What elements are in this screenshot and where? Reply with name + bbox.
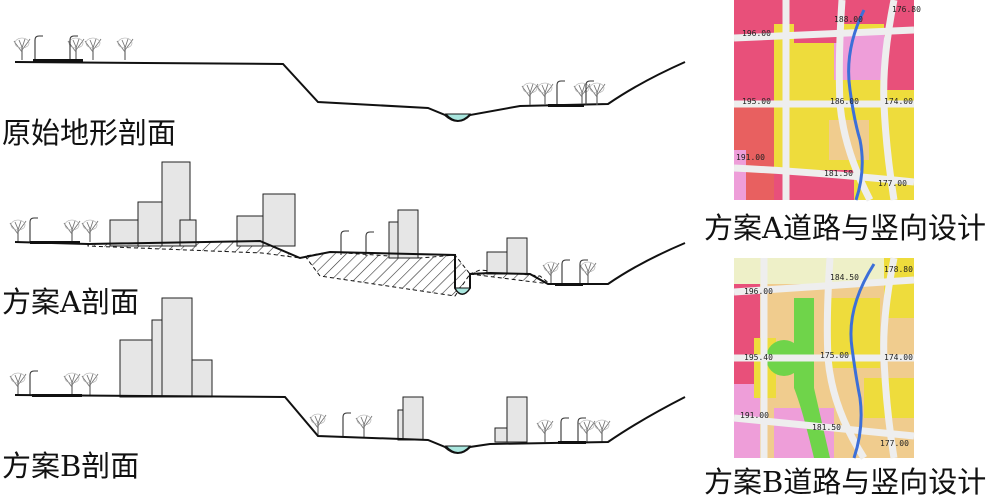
river-a (847, 9, 866, 201)
elev-label: 196.00 (742, 29, 771, 38)
elev-label: 177.00 (878, 179, 907, 188)
elev-label: 195.40 (744, 353, 773, 362)
road-right (548, 104, 584, 107)
trees-right (521, 80, 606, 106)
scheme-a-section (9, 161, 686, 297)
elev-label: 191.00 (736, 153, 765, 162)
river-water (444, 113, 472, 121)
elev-label: 191.00 (740, 411, 769, 420)
elev-label: 186.00 (830, 97, 859, 106)
elevations-a: 176.80 188.00 196.00 195.00 186.00 174.0… (736, 5, 921, 188)
elev-label: 174.00 (884, 97, 913, 106)
elev-label: 177.00 (880, 439, 909, 448)
buildings-b (119, 297, 528, 443)
elev-label: 195.00 (742, 97, 771, 106)
caption-scheme-a-section: 方案A剖面 (2, 285, 139, 319)
elevations-b: 178.80 184.50 196.00 195.40 175.00 174.0… (740, 265, 913, 448)
elev-label: 181.50 (824, 169, 853, 178)
map-scheme-b: 178.80 184.50 196.00 195.40 175.00 174.0… (733, 257, 915, 460)
terrain-line-b (14, 394, 686, 454)
road-a-right (555, 283, 583, 286)
elev-label: 181.50 (812, 423, 841, 432)
cut-hatch-center (304, 251, 471, 297)
caption-scheme-a-map: 方案A道路与竖向设计 (704, 211, 986, 245)
elev-label: 196.00 (744, 287, 773, 296)
original-terrain-section (13, 35, 686, 122)
caption-scheme-b-section: 方案B剖面 (2, 449, 140, 483)
roads-a (733, 0, 915, 202)
caption-scheme-b-map: 方案B道路与竖向设计 (704, 465, 987, 499)
scheme-b-section (9, 297, 686, 454)
river-b (849, 263, 876, 459)
cross-sections (9, 35, 686, 454)
river-water-b (444, 445, 472, 453)
terrain-line-a (14, 239, 686, 295)
trees-left (13, 35, 134, 61)
elev-label: 178.80 (884, 265, 913, 274)
map-scheme-a: 176.80 188.00 196.00 195.00 186.00 174.0… (733, 0, 921, 202)
elev-label: 188.00 (834, 15, 863, 24)
river-water-a (454, 287, 471, 295)
roads-b (733, 257, 915, 460)
elev-label: 174.00 (884, 353, 913, 362)
elev-label: 175.00 (820, 351, 849, 360)
elev-label: 184.50 (830, 273, 859, 282)
terrain-line (14, 61, 686, 122)
caption-original-section: 原始地形剖面 (2, 116, 177, 150)
elev-label: 176.80 (892, 5, 921, 14)
road-b-right (558, 441, 586, 444)
road-left (33, 59, 83, 62)
